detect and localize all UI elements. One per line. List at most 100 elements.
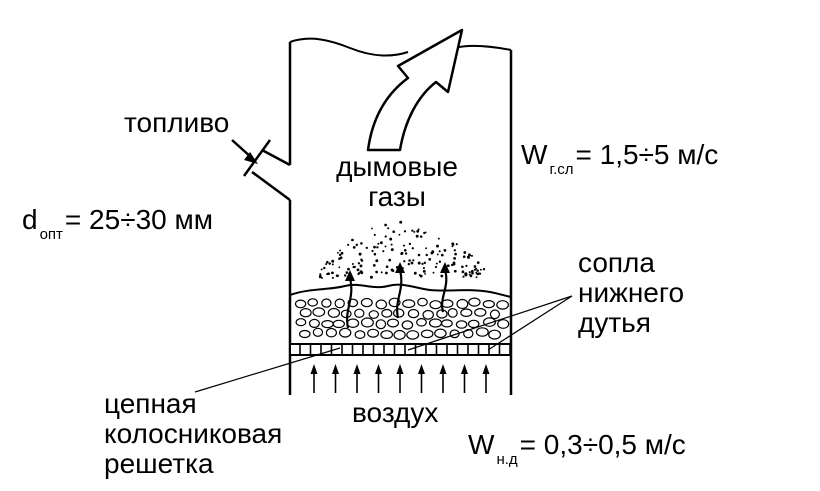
ash-particle [372, 264, 376, 267]
ash-particle [375, 259, 379, 263]
ash-particle [360, 259, 364, 262]
wg-value: = 1,5÷5 м/с [575, 139, 719, 170]
ash-particle [479, 268, 482, 271]
ash-particle [358, 271, 361, 274]
fuel-piece [375, 299, 388, 310]
fuel-piece [388, 297, 401, 308]
ash-particle [437, 237, 440, 240]
ash-particle [462, 255, 466, 259]
ash-particle [410, 261, 414, 265]
ash-particle [369, 275, 373, 279]
ash-particle [351, 238, 354, 242]
chain-grate [289, 343, 512, 356]
ash-particle [376, 246, 379, 249]
ash-particle [356, 268, 360, 272]
ash-particle [326, 260, 329, 264]
ash-particle [430, 251, 434, 255]
wn-subscript: н.д [496, 451, 518, 468]
ash-particle [373, 252, 377, 256]
ash-particle [339, 249, 342, 252]
ash-particle [385, 271, 388, 275]
fuel-piece [417, 297, 428, 307]
air-arrow [418, 364, 425, 393]
ash-particle [373, 233, 376, 236]
ash-particle [425, 247, 428, 250]
d-symbol: d [22, 204, 38, 235]
ash-particle [351, 263, 354, 265]
nozzles-line-1: сопла [578, 247, 655, 278]
ash-particle [377, 242, 380, 245]
ash-particle [422, 269, 426, 273]
ash-particle [413, 230, 416, 233]
fuel-piece [381, 308, 393, 318]
ash-particle [407, 262, 411, 266]
air-arrow [396, 364, 404, 393]
air-arrow [353, 364, 361, 393]
ash-particle [443, 249, 447, 252]
fuel-piece [334, 298, 345, 309]
ash-particle [461, 271, 464, 274]
ash-particle [473, 268, 476, 271]
fuel-piece [295, 318, 307, 327]
flue-gases-line-2: газы [368, 181, 426, 212]
fuel-piece [321, 320, 334, 329]
fuel-piece [312, 327, 324, 337]
ash-particle [462, 275, 465, 278]
fuel-piece [340, 309, 352, 319]
nozzles-line-3: дутья [578, 307, 651, 338]
fuel-piece [460, 308, 473, 318]
ash-particle [373, 245, 376, 249]
fuel-piece [346, 318, 360, 328]
ash-particle [326, 272, 329, 276]
ash-particle [347, 243, 350, 246]
ash-particle [463, 251, 466, 254]
air-arrow [332, 364, 339, 393]
grate-leader-line [194, 347, 341, 393]
ash-particle [382, 250, 385, 253]
fuel-piece [482, 300, 495, 309]
fuel-piece [420, 329, 434, 339]
ash-particle [479, 272, 482, 275]
ash-particle [360, 242, 363, 245]
ash-particle [428, 258, 432, 261]
ash-particle [452, 262, 456, 266]
air-arrow [482, 364, 490, 393]
ash-particle [476, 261, 480, 264]
ash-particle [403, 230, 407, 233]
fuel-piece [332, 319, 345, 329]
ash-particle [453, 249, 456, 252]
fuel-piece [307, 298, 318, 307]
fuel-piece [496, 300, 510, 310]
ash-particle [412, 259, 415, 262]
grate-line-1: цепная [104, 388, 197, 419]
ash-particle [471, 271, 474, 275]
fuel-bed-pieces [294, 297, 510, 340]
fuel-piece [468, 297, 481, 307]
ash-particle [475, 271, 478, 274]
ash-particle [468, 271, 471, 274]
fuel-piece [474, 308, 487, 317]
ash-particle [436, 253, 439, 256]
fuel-piece [386, 318, 400, 328]
fuel-piece [327, 307, 341, 318]
fuel-piece [298, 329, 311, 339]
ash-particle [421, 262, 424, 265]
fuel-piece [375, 319, 387, 330]
ash-particle [345, 271, 349, 274]
flue-gas-arrow [366, 28, 464, 152]
fuel-arrow [231, 139, 258, 164]
ash-particle [390, 243, 393, 246]
ash-particle [358, 252, 362, 256]
fuel-piece [368, 310, 379, 319]
gas-rise-arrow [395, 262, 405, 319]
fuel-piece [416, 317, 427, 327]
ash-particle [365, 246, 368, 250]
nozzle-leader-line-1 [407, 295, 573, 351]
ash-particle [375, 270, 378, 274]
fuel-piece [360, 297, 373, 308]
ash-particle [440, 274, 444, 278]
fuel-piece [497, 319, 510, 329]
fuel-piece [401, 320, 414, 330]
